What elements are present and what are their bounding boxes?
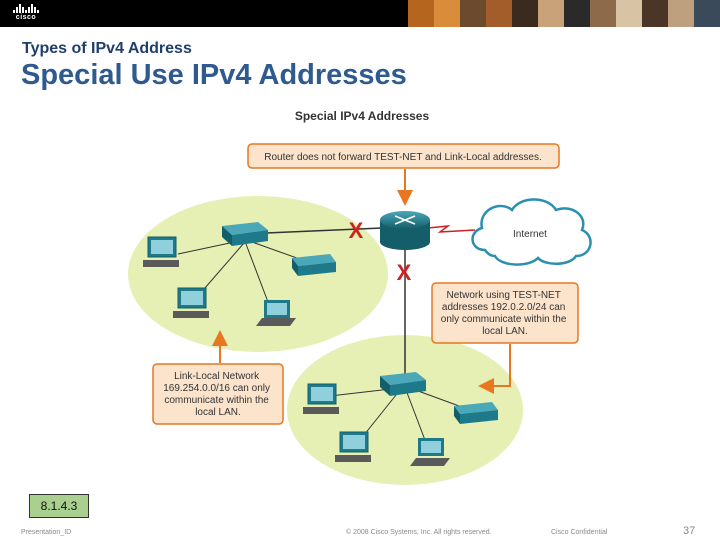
lower-pc-2-icon: [335, 431, 371, 462]
internet-cloud-icon: [471, 198, 592, 266]
testnet-note-box: [431, 282, 579, 344]
upper-pc-2-icon: [173, 287, 209, 318]
upper-printer-icon: [292, 254, 336, 276]
linklocal-note-line-3: communicate within the: [164, 395, 269, 406]
footer-copyright: © 2008 Cisco Systems, Inc. All rights re…: [346, 529, 492, 536]
internet-label: Internet: [513, 229, 547, 240]
linklocal-note-line-2: 169.254.0.0/16 can only: [163, 383, 270, 394]
testnet-note-text: Network using TEST-NET addresses 192.0.2…: [441, 290, 569, 337]
cisco-logo-bars: [8, 4, 44, 13]
linklocal-note-line-1: Link-Local Network: [174, 371, 260, 382]
slide-subtitle: Types of IPv4 Address: [22, 40, 192, 57]
footer-presentation-id: Presentation_ID: [21, 529, 72, 536]
cisco-wordmark: cisco: [15, 14, 37, 21]
cisco-logo: cisco: [8, 4, 44, 24]
diagram-heading: Special IPv4 Addresses: [295, 109, 430, 123]
footer-page-number: 37: [683, 525, 696, 537]
lower-printer-icon: [454, 402, 498, 424]
router-icon: [380, 211, 430, 250]
router-note-box: [247, 143, 560, 169]
linklocal-note-text: Link-Local Network 169.254.0.0/16 can on…: [163, 371, 273, 418]
testnet-note-arrow: [478, 344, 511, 394]
testnet-note-line-4: local LAN.: [482, 326, 528, 337]
upper-laptop-icon: [256, 300, 296, 326]
banner-photo-strip: [408, 0, 720, 27]
internet-serial-link: [427, 224, 476, 233]
testnet-note-line-2: addresses 192.0.2.0/24 can: [442, 302, 565, 313]
testnet-note-line-3: only communicate within the: [441, 314, 567, 325]
upper-switch-icon: [222, 222, 268, 246]
blocked-marker-lower: X: [397, 260, 412, 285]
lower-laptop-icon: [410, 438, 450, 466]
footer-confidential: Cisco Confidential: [551, 529, 608, 536]
top-banner: cisco: [0, 0, 720, 27]
slide-title: Special Use IPv4 Addresses: [21, 59, 407, 91]
testnet-note-line-1: Network using TEST-NET: [447, 290, 561, 301]
upper-link-pc2: [197, 242, 245, 297]
blocked-marker-upper: X: [349, 218, 364, 243]
upper-switch-router-link: [265, 227, 383, 234]
linklocal-note-box: [152, 363, 284, 425]
upper-link-laptop: [245, 243, 269, 303]
router-note-text: Router does not forward TEST-NET and Lin…: [264, 152, 542, 163]
linklocal-note-line-4: local LAN.: [195, 407, 241, 418]
lower-pc-1-icon: [303, 383, 339, 414]
lower-switch-icon: [380, 372, 426, 396]
section-number-badge: 8.1.4.3: [29, 494, 89, 518]
upper-pc-1-icon: [143, 236, 179, 267]
